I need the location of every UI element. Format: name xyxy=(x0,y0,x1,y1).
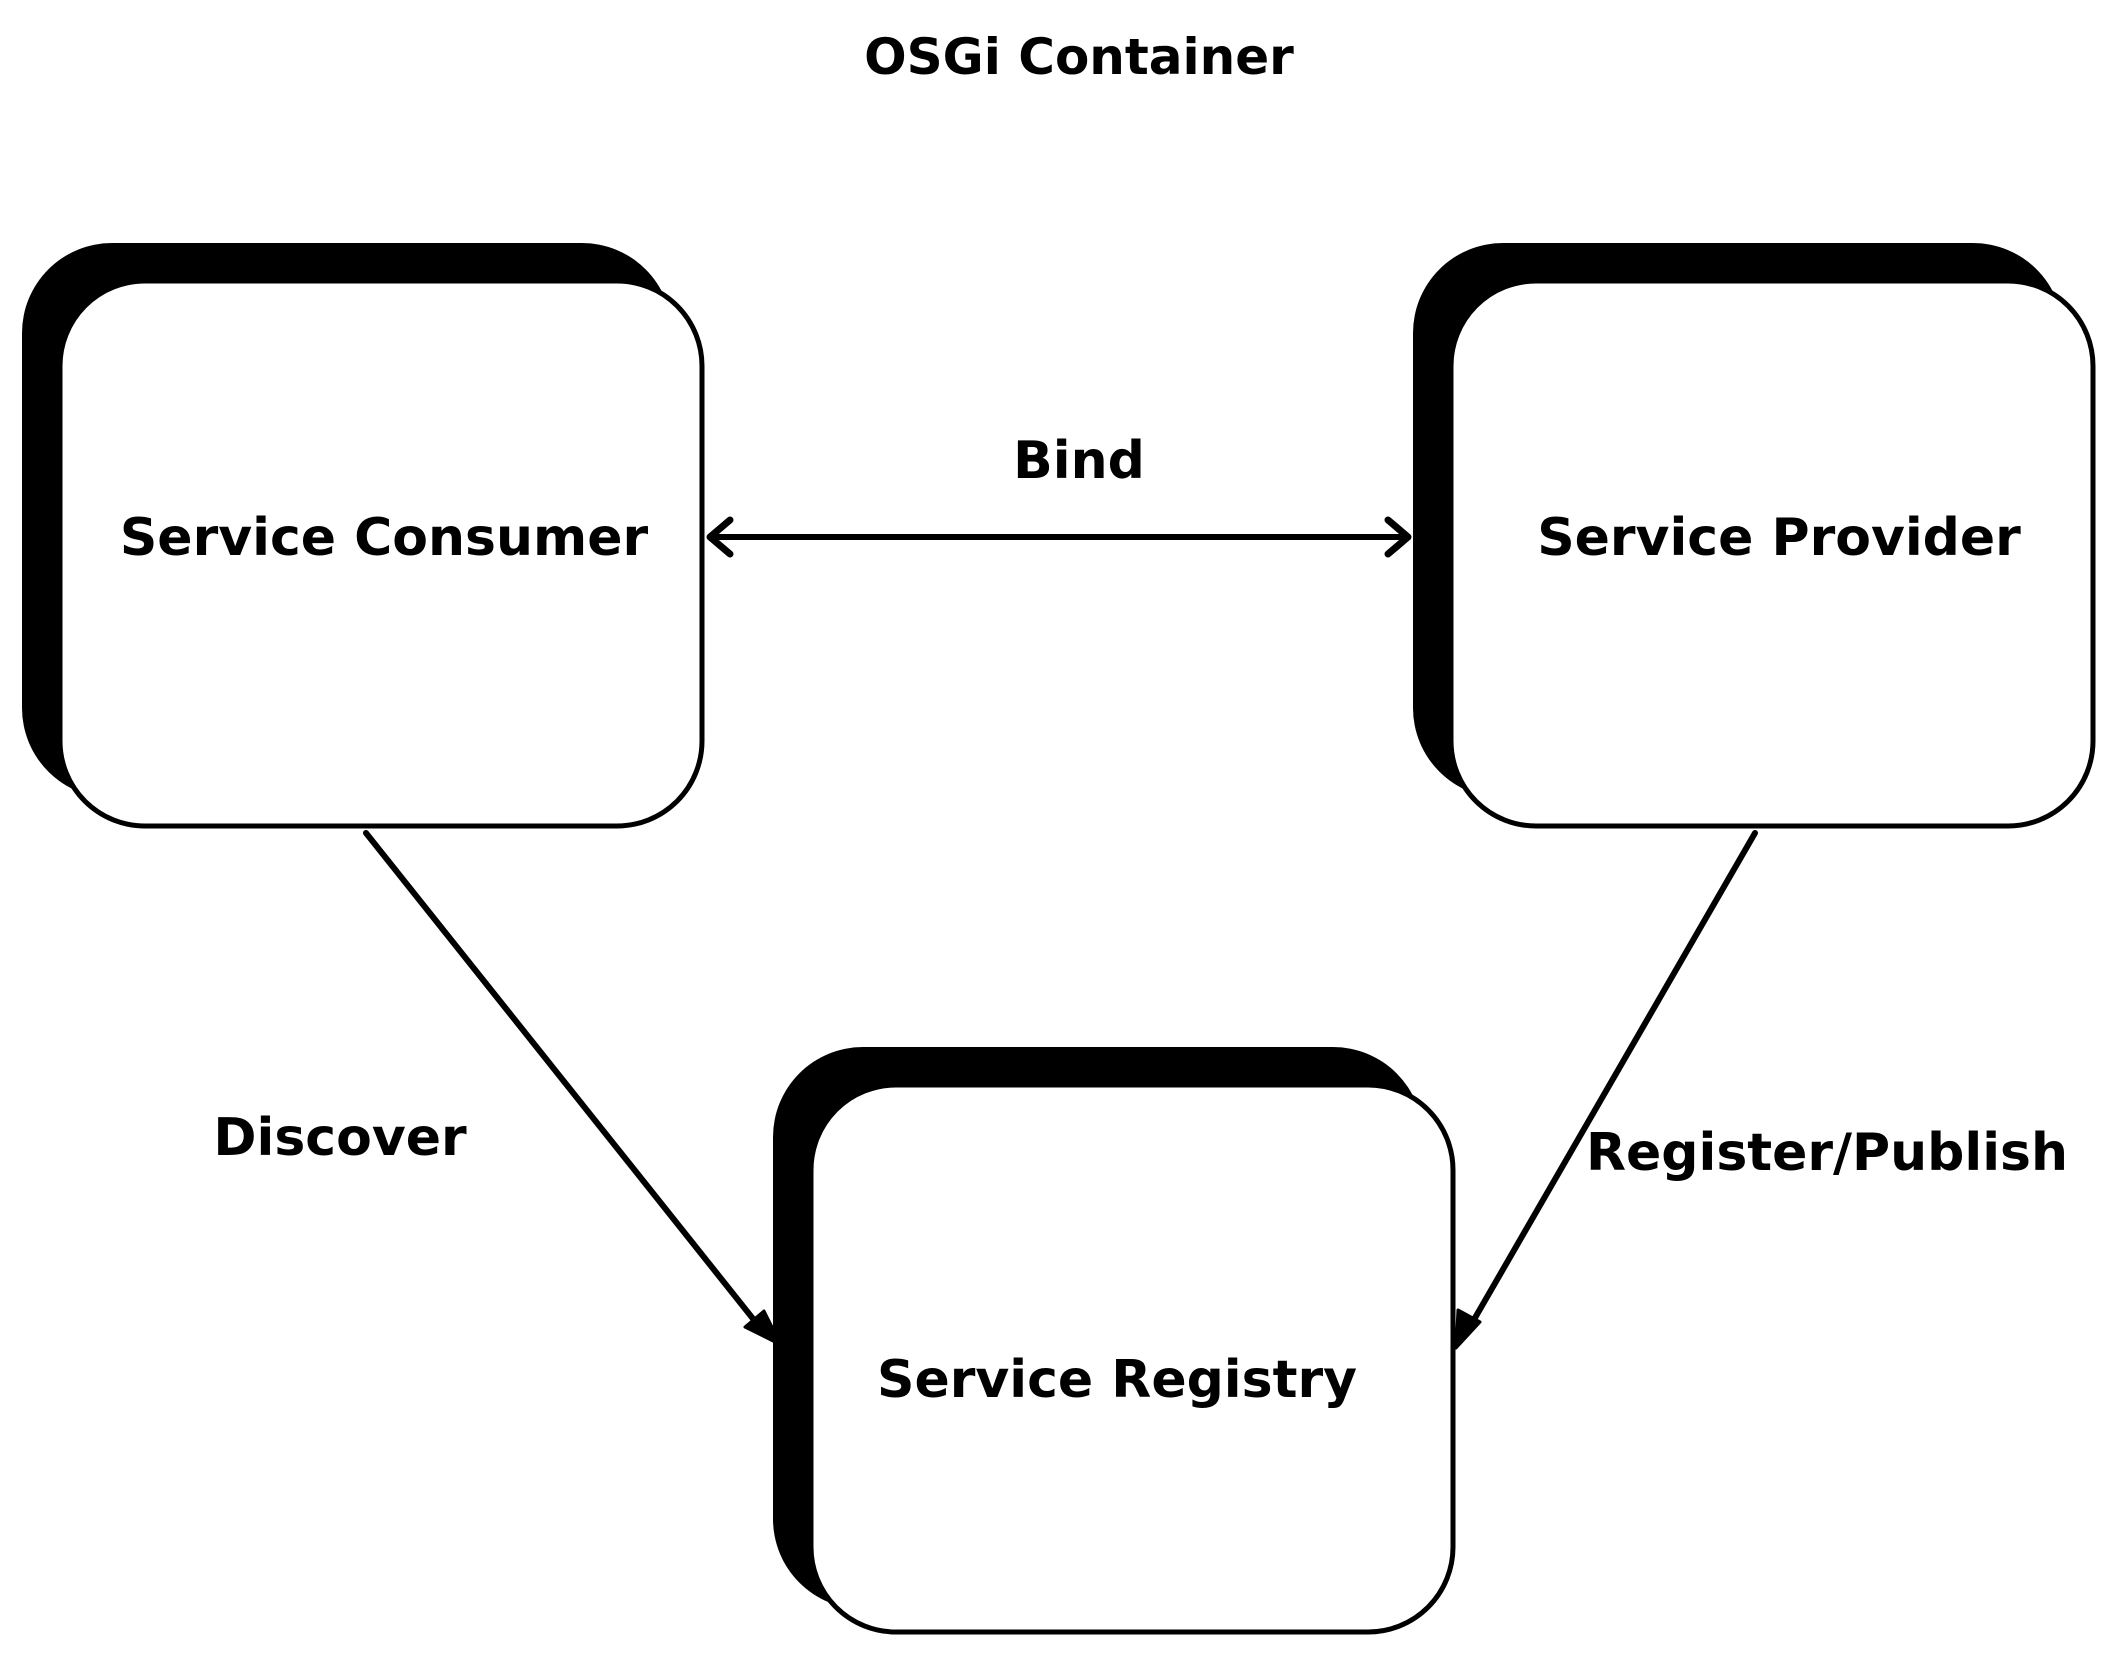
edge-label-bind: Bind xyxy=(1013,431,1145,491)
edge-line xyxy=(363,830,765,1333)
arrowhead-icon xyxy=(1454,1308,1482,1350)
node-service-registry[interactable]: Service Registry xyxy=(773,1047,1456,1635)
arrowhead-icon xyxy=(743,1309,783,1347)
node-box xyxy=(1448,278,2096,829)
node-service-consumer[interactable]: Service Consumer xyxy=(22,243,705,829)
edge-label-register-publish: Register/Publish xyxy=(1586,1123,2068,1183)
node-label-service-provider: Service Provider xyxy=(1537,508,2021,568)
edge-register-publish[interactable]: Register/Publish xyxy=(1454,830,2068,1350)
arrowhead-left-icon xyxy=(706,516,734,558)
node-label-service-consumer: Service Consumer xyxy=(120,508,649,568)
node-box xyxy=(808,1082,1456,1635)
arrowhead-right-icon xyxy=(1384,516,1412,558)
node-service-provider[interactable]: Service Provider xyxy=(1413,243,2096,829)
diagram-title: OSGi Container xyxy=(864,28,1294,86)
edge-line xyxy=(1465,830,1758,1333)
node-label-service-registry: Service Registry xyxy=(877,1350,1357,1410)
node-box xyxy=(57,278,705,829)
edge-label-discover: Discover xyxy=(213,1108,467,1168)
edge-bind[interactable]: Bind xyxy=(706,431,1412,558)
edge-discover[interactable]: Discover xyxy=(213,830,783,1347)
